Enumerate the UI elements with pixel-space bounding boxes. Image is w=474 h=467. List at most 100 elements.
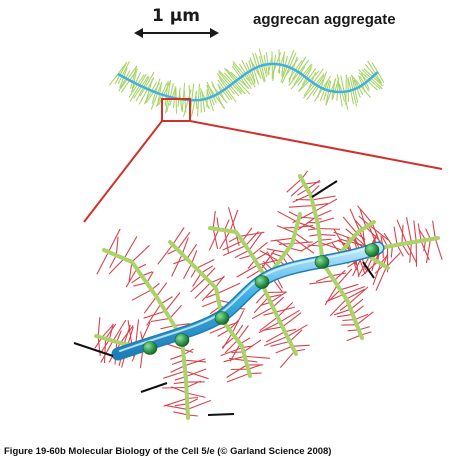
overview-bristle	[241, 59, 256, 88]
gag-chain	[357, 256, 370, 277]
overview-bristle	[267, 55, 273, 76]
gag-chain	[406, 242, 417, 263]
gag-chain	[224, 339, 238, 354]
gag-chain	[372, 263, 382, 286]
gag-chain	[263, 326, 283, 331]
gag-chain	[246, 269, 262, 279]
gag-chain	[342, 216, 358, 234]
gag-chain	[288, 205, 314, 208]
overview-bristle	[238, 63, 251, 81]
gag-chain	[289, 329, 303, 342]
overview-bristle	[325, 80, 332, 105]
overview-bristle	[367, 60, 383, 84]
gag-chain	[200, 265, 214, 274]
gag-chain	[270, 340, 290, 347]
gag-chain	[112, 319, 127, 342]
glycosaminoglycan-chains	[94, 170, 443, 417]
gag-chain	[185, 368, 207, 378]
gag-chain	[174, 403, 188, 407]
overview-bristle	[217, 83, 231, 101]
gag-chain	[292, 241, 313, 245]
overview-bristle	[200, 91, 202, 113]
gag-chain	[315, 209, 332, 218]
gag-chain	[396, 219, 408, 244]
gag-chain	[375, 266, 387, 291]
gag-chain	[425, 239, 432, 264]
link-protein	[214, 311, 230, 325]
overview-bristle	[331, 78, 336, 100]
gag-chain	[217, 329, 230, 337]
core-protein	[324, 266, 364, 340]
gag-chain	[270, 237, 294, 242]
gag-chain	[296, 225, 314, 229]
core-protein	[334, 220, 376, 260]
gag-chain	[239, 254, 253, 260]
gag-chain	[131, 244, 150, 263]
gag-chain	[210, 276, 225, 284]
link-protein	[142, 341, 158, 355]
gag-chain	[333, 228, 346, 248]
gag-chain	[358, 215, 370, 226]
gag-chain	[333, 231, 353, 240]
gag-chain	[173, 411, 188, 416]
overview-bristle	[293, 65, 306, 86]
gag-chain	[340, 283, 359, 291]
gag-chain	[172, 226, 185, 246]
gag-chain	[315, 275, 332, 283]
gag-chain	[309, 280, 335, 285]
gag-chain	[227, 207, 237, 233]
gag-chain	[164, 404, 188, 410]
gag-chain	[97, 317, 101, 337]
overview-bristle	[232, 60, 253, 86]
gag-chain	[333, 269, 346, 282]
gag-chain	[352, 305, 364, 315]
gag-chain	[350, 298, 364, 310]
gag-chain	[201, 286, 216, 302]
gag-chain	[243, 339, 262, 353]
gag-chain	[221, 336, 236, 348]
core-proteins	[94, 174, 440, 420]
overview-bristle	[361, 69, 383, 90]
gag-chain	[361, 261, 379, 277]
pointer-lines	[73, 180, 375, 416]
gag-chain	[216, 282, 241, 295]
gag-chain	[184, 370, 209, 380]
overview-bristle	[175, 88, 178, 114]
gag-chain	[282, 312, 302, 328]
gag-chain	[127, 320, 133, 345]
aggregate-overview	[108, 48, 385, 122]
gag-chain	[328, 289, 341, 301]
overview-bristle	[258, 48, 268, 78]
overview-bristle	[290, 63, 313, 90]
figure-caption: Figure 19-60b Molecular Biology of the C…	[4, 446, 332, 457]
overview-bristle	[206, 85, 215, 106]
gag-chain	[309, 185, 320, 195]
gag-chain	[354, 313, 369, 321]
pointer-line-left	[73, 342, 114, 357]
overview-bristle	[164, 80, 169, 107]
gag-chain	[311, 195, 336, 201]
gag-chain	[105, 323, 117, 340]
overview-bristle	[206, 89, 215, 112]
gag-chain	[231, 310, 245, 334]
gag-chain	[356, 311, 374, 326]
gag-chain	[325, 293, 344, 303]
gag-chain	[251, 306, 274, 320]
overview-bristle	[128, 74, 145, 98]
overview-bristle	[169, 86, 177, 106]
gag-chain	[174, 323, 190, 327]
gag-chain	[286, 178, 302, 193]
gag-chain	[277, 210, 299, 223]
gag-chain	[163, 370, 186, 379]
link-proteins	[142, 243, 380, 355]
gag-chain	[226, 372, 250, 383]
gag-chain	[208, 229, 220, 251]
overview-bristle	[319, 80, 329, 102]
gag-chain	[277, 302, 294, 318]
gag-chain	[396, 244, 404, 257]
gag-chain	[236, 264, 259, 278]
gag-chain	[257, 259, 278, 266]
overview-bristle	[216, 72, 236, 95]
gag-chain	[266, 248, 286, 253]
gag-chain	[304, 181, 321, 185]
